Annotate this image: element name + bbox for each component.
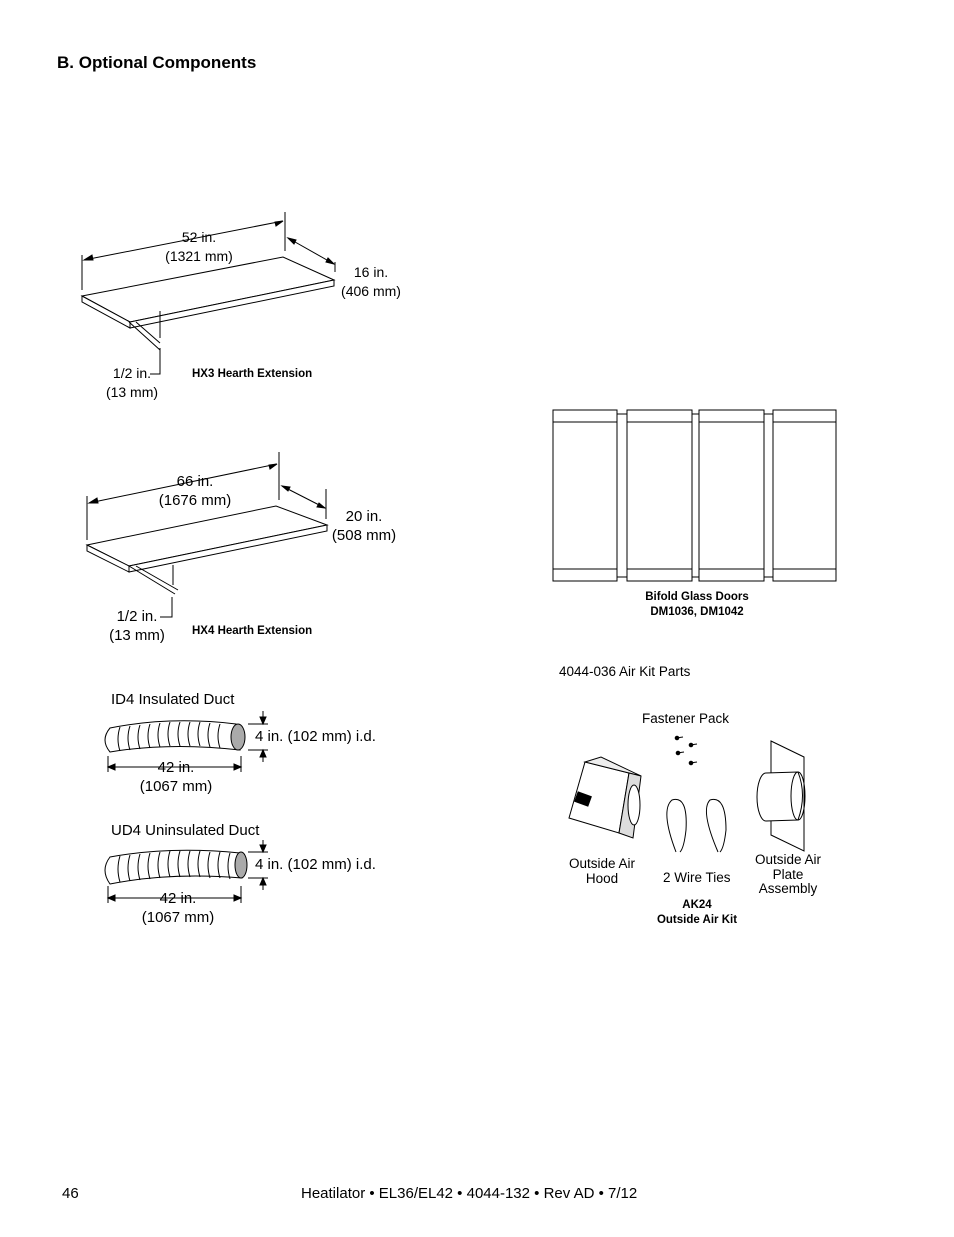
hx4-caption: HX4 Hearth Extension [192, 625, 313, 637]
hx3-thickness-in: 1/2 in. [112, 365, 152, 381]
hx3-caption: HX3 Hearth Extension [192, 368, 313, 380]
hood-label-line1: Outside Air [568, 856, 636, 871]
bifold-caption-line2: DM1036, DM1042 [650, 606, 744, 618]
outside-air-plate-shape [756, 740, 806, 852]
outside-air-hood-shape [568, 756, 642, 839]
airkit-caption-line2: Outside Air Kit [656, 914, 738, 926]
id4-title: ID4 Insulated Duct [111, 691, 235, 708]
page-number: 46 [62, 1185, 79, 1202]
fastener-pack-label: Fastener Pack [642, 711, 730, 726]
airkit-title: 4044-036 Air Kit Parts [559, 664, 691, 679]
id4-length-mm: (1067 mm) [139, 778, 213, 795]
wire-ties-label: 2 Wire Ties [663, 870, 731, 885]
plate-label-line2: Plate [772, 866, 804, 882]
fastener-screws [674, 735, 698, 766]
plate-label-line3: Assembly [758, 881, 818, 896]
hx3-length-mm: (1321 mm) [165, 248, 233, 264]
door-panel-2 [626, 409, 693, 582]
footer-doc-info: Heatilator • EL36/EL42 • 4044-132 • Rev … [301, 1185, 638, 1202]
wire-ties-shape [666, 798, 727, 853]
door-panel-1 [552, 409, 618, 582]
hx4-thickness-in: 1/2 in. [116, 608, 158, 625]
id4-diameter: 4 in. (102 mm) i.d. [255, 728, 376, 745]
hx3-depth-mm: (406 mm) [341, 283, 401, 299]
ud4-length-mm: (1067 mm) [141, 909, 215, 926]
section-heading: B. Optional Components [57, 53, 257, 72]
ud4-title: UD4 Uninsulated Duct [111, 822, 260, 839]
hx4-thickness-mm: (13 mm) [109, 627, 165, 644]
hx3-depth-in: 16 in. [353, 264, 389, 280]
airkit-caption-line1: AK24 [682, 899, 712, 911]
hx4-length-mm: (1676 mm) [158, 492, 232, 509]
door-panel-4 [772, 409, 837, 582]
hx3-thickness-mm: (13 mm) [105, 384, 159, 400]
hx4-depth-in: 20 in. [345, 508, 383, 525]
bifold-caption-line1: Bifold Glass Doors [645, 591, 749, 603]
hx3-length-in: 52 in. [181, 229, 217, 245]
door-panel-3 [698, 409, 765, 582]
hx4-depth-mm: (508 mm) [331, 527, 397, 544]
hood-label-line2: Hood [585, 871, 619, 886]
hx4-length-in: 66 in. [176, 473, 214, 490]
id4-length-in: 42 in. [157, 759, 195, 776]
ud4-length-in: 42 in. [159, 890, 197, 907]
plate-label-line1: Outside Air [754, 852, 822, 867]
ud4-diameter: 4 in. (102 mm) i.d. [255, 856, 376, 873]
